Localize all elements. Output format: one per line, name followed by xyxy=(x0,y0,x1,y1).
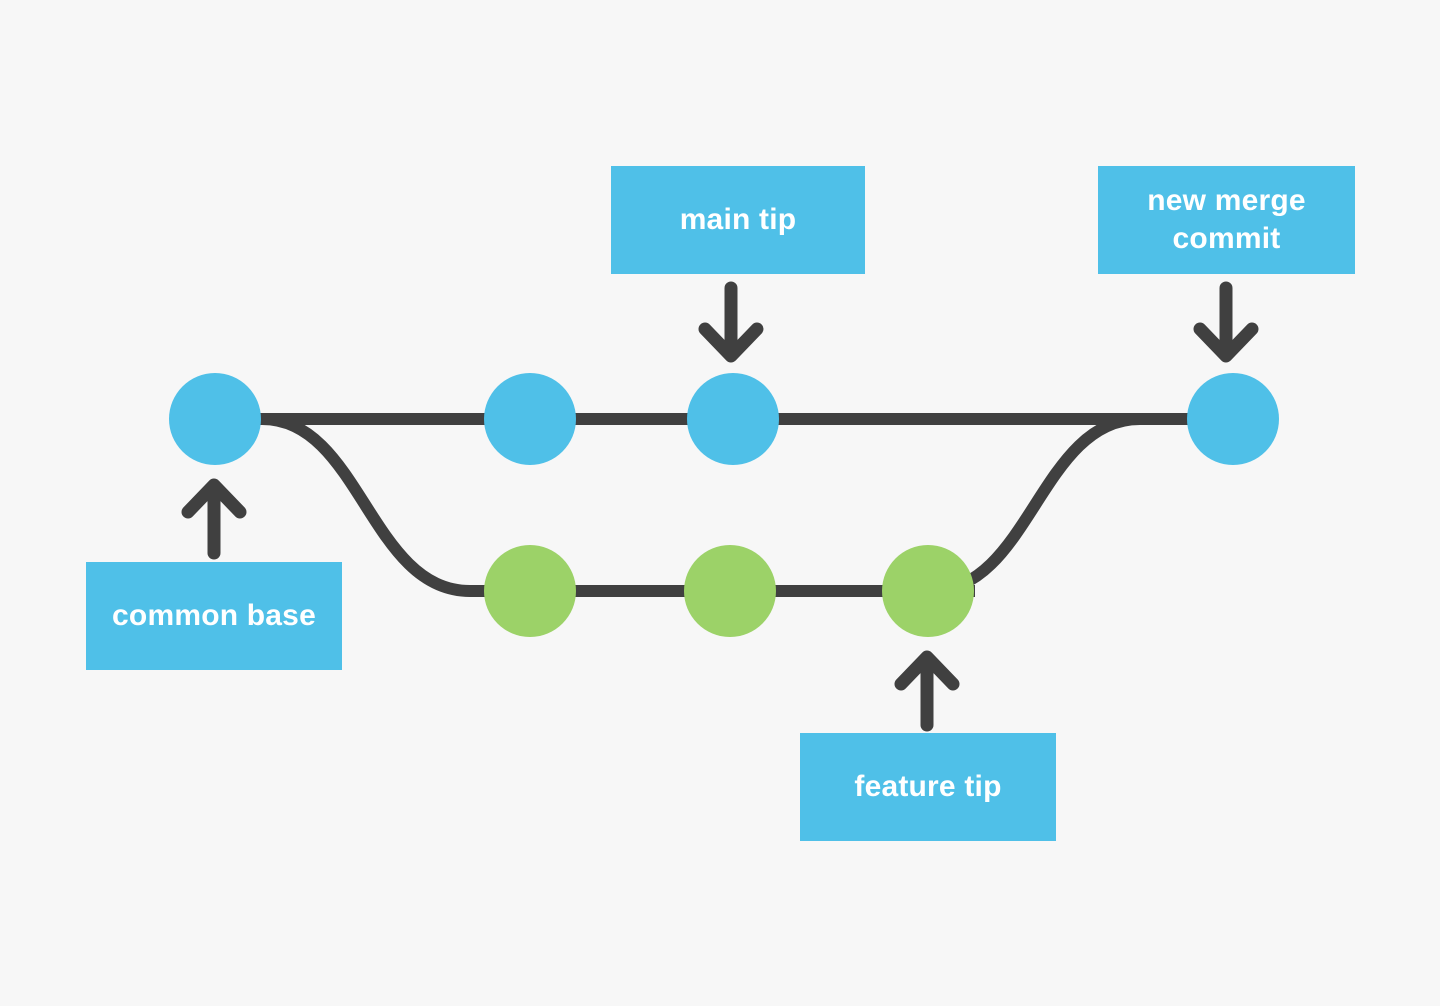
commit-node-feature-3[interactable] xyxy=(882,545,974,637)
branch-off-curve xyxy=(256,413,476,597)
arrow-down-main-tip-icon xyxy=(698,281,764,363)
label-text-common-base: common base xyxy=(112,598,316,632)
commit-node-main-1[interactable] xyxy=(169,373,261,465)
label-box-feature-tip[interactable]: feature tip xyxy=(800,733,1056,841)
arrow-down-new-merge-commit-icon xyxy=(1193,281,1259,363)
commit-node-feature-1[interactable] xyxy=(484,545,576,637)
label-text-feature-tip: feature tip xyxy=(854,769,1002,803)
commit-node-main-3[interactable] xyxy=(687,373,779,465)
label-box-main-tip[interactable]: main tip xyxy=(611,166,865,274)
label-text-new-merge-commit: new merge commit xyxy=(1147,183,1306,255)
arrow-up-feature-tip-icon xyxy=(894,650,960,732)
commit-node-main-2[interactable] xyxy=(484,373,576,465)
commit-node-feature-2[interactable] xyxy=(684,545,776,637)
label-box-new-merge-commit[interactable]: new merge commit xyxy=(1098,166,1355,274)
arrow-up-common-base-icon xyxy=(181,478,247,560)
commit-node-main-4-merge[interactable] xyxy=(1187,373,1279,465)
label-box-common-base[interactable]: common base xyxy=(86,562,342,670)
label-text-main-tip: main tip xyxy=(679,202,797,236)
